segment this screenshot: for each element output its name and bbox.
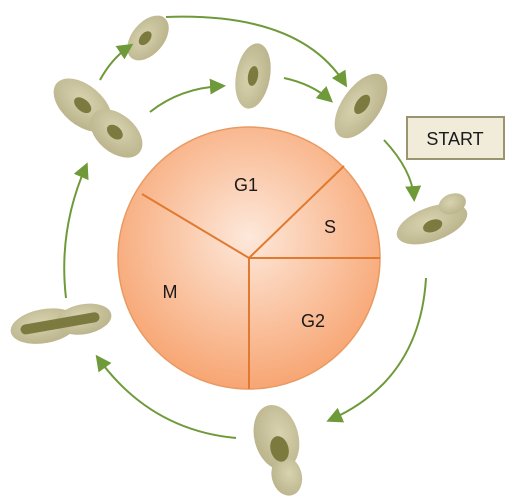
phase-label-s: S [324,217,336,237]
start-label: START [426,129,483,149]
arrow-center-to-right [284,78,330,100]
arrow-left-to-pair [64,166,86,298]
start-box: START [407,117,504,159]
cell-upper-left-pair [44,68,152,168]
cell-top-right [324,65,398,147]
phase-label-g2: G2 [301,311,325,331]
phase-pie: G1 S G2 M [118,127,380,389]
phase-label-g1: G1 [234,175,258,195]
cell-left [8,298,114,349]
arrow-pair-to-center [150,86,222,112]
cell-right [390,190,476,253]
phase-label-m: M [163,282,178,302]
cell-bottom [247,400,314,498]
arrow-pair-to-top-left [100,46,130,80]
cell-top-center [231,41,276,112]
